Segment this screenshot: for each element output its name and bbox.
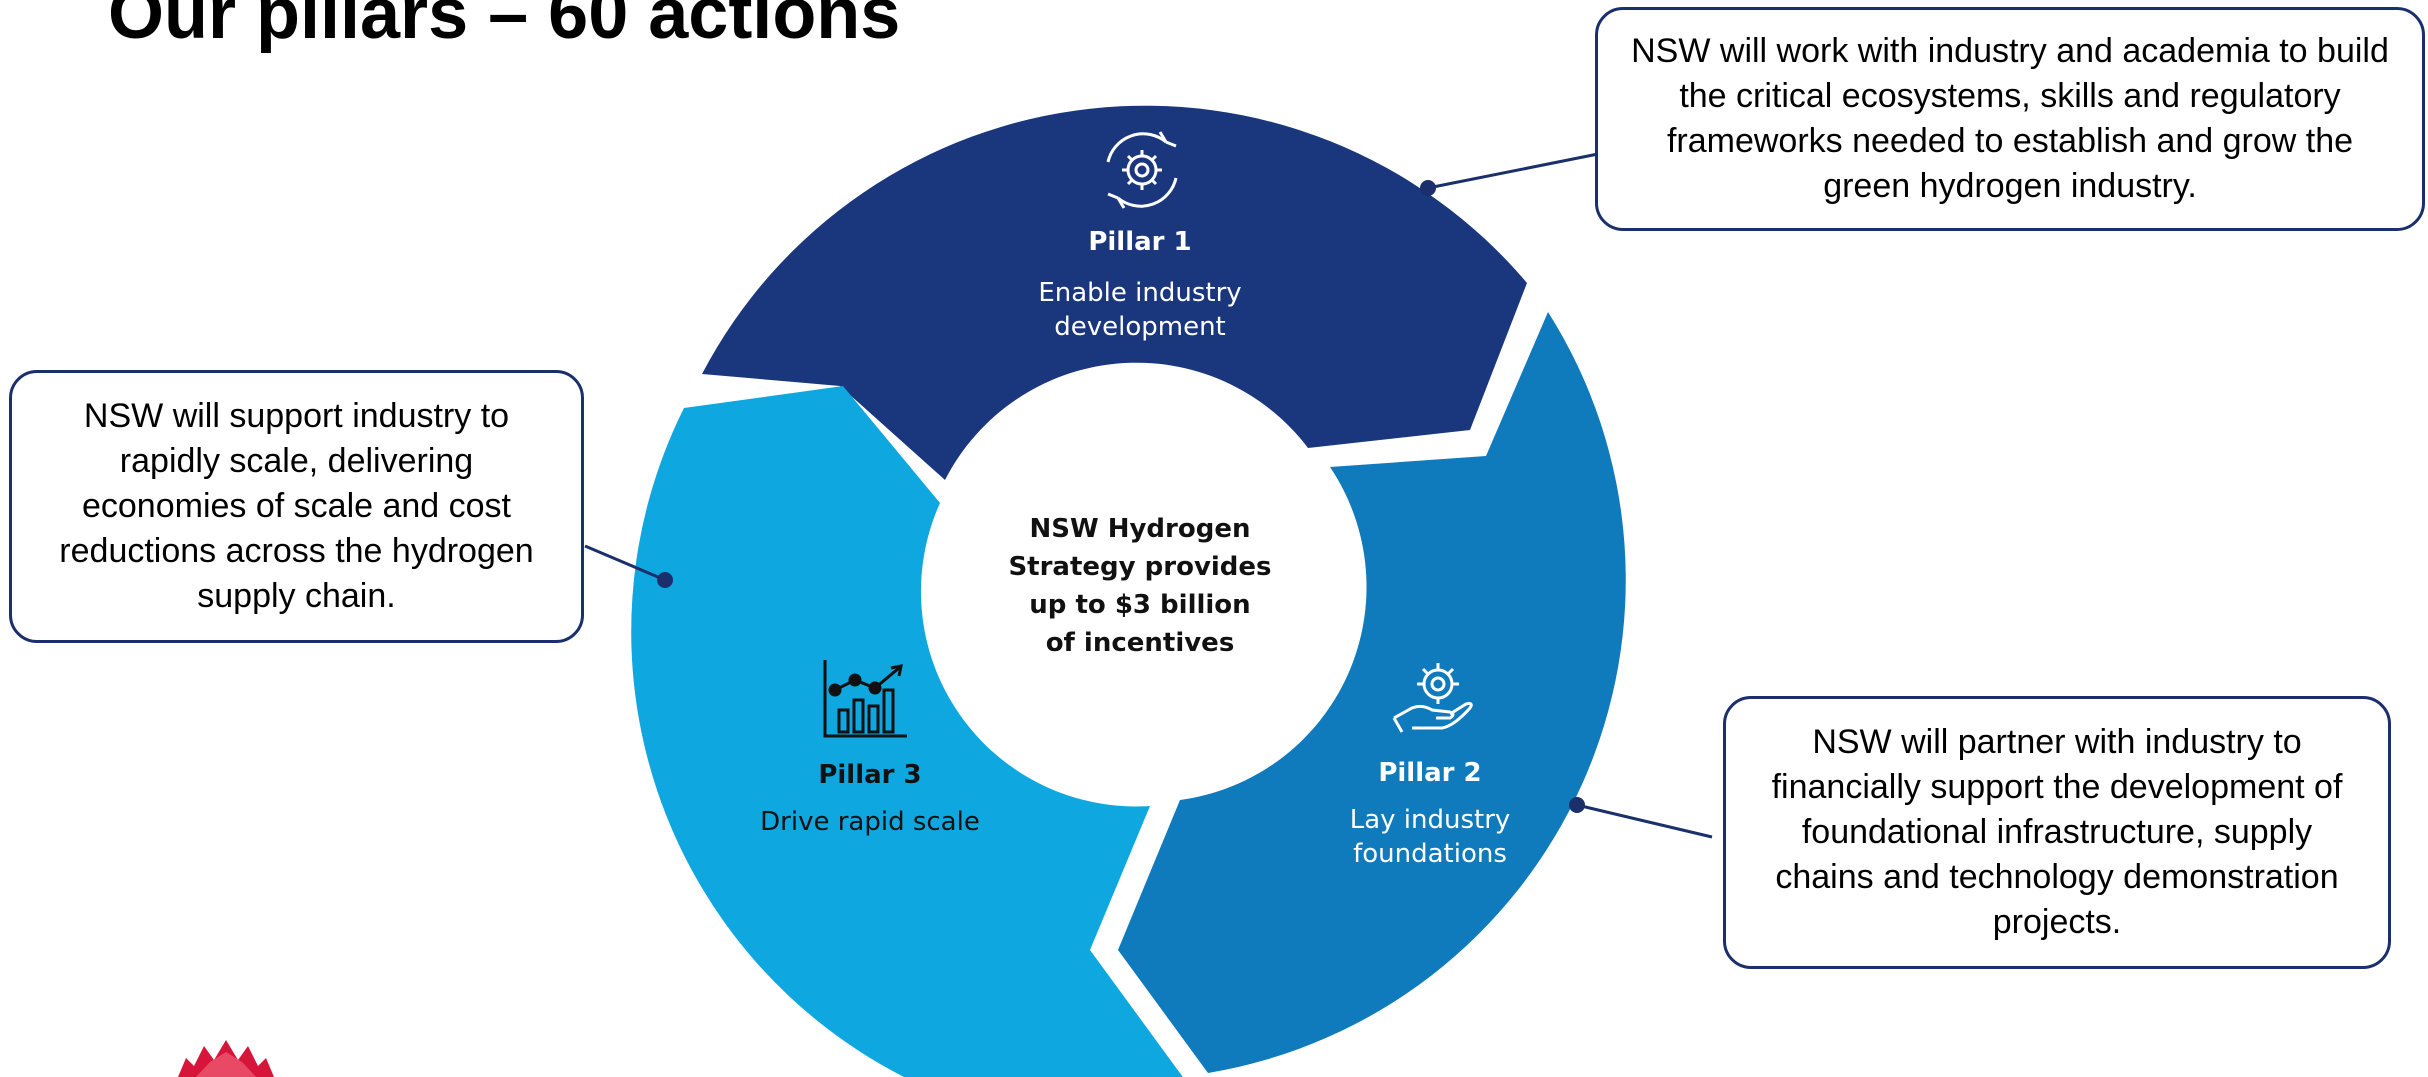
callout-pillar-3: NSW will support industry to rapidly sca… <box>9 370 584 643</box>
callout-pillar-2: NSW will partner with industry to financ… <box>1723 696 2391 969</box>
pillar-1-desc-line1: Enable industry <box>1038 278 1242 308</box>
pillar-2-segment[interactable] <box>1118 312 1626 1073</box>
pillar-1-title: Pillar 1 <box>1088 227 1192 257</box>
pillar-1-label-group: Pillar 1 Enable industry development <box>1000 224 1280 344</box>
pillar-2-title: Pillar 2 <box>1378 758 1482 788</box>
pillar-3-segment[interactable] <box>631 386 1185 1077</box>
connector-pillar2 <box>1569 797 1713 839</box>
callout-pillar-1-text: NSW will work with industry and academia… <box>1631 32 2389 205</box>
pillar-1-desc-line2: development <box>1054 312 1226 342</box>
center-summary: NSW Hydrogen Strategy provides up to $3 … <box>960 510 1320 662</box>
callout-pillar-3-text: NSW will support industry to rapidly sca… <box>59 397 534 615</box>
gear-hand-icon <box>1392 663 1473 733</box>
page-title: Our pillars – 60 actions <box>108 0 901 54</box>
pillar-1-segment[interactable] <box>702 105 1527 480</box>
callout-pillar-1: NSW will work with industry and academia… <box>1595 7 2425 231</box>
center-line-4: of incentives <box>1045 628 1235 658</box>
center-line-2: Strategy provides <box>1008 552 1272 582</box>
connector-pillar3 <box>584 544 673 588</box>
pillar-3-label-group: Pillar 3 Drive rapid scale <box>720 757 1020 839</box>
connector-pillar1 <box>1420 152 1599 196</box>
pillar-2-desc-line2: foundations <box>1353 839 1507 869</box>
gear-cycle-icon <box>1106 131 1178 209</box>
callout-pillar-2-text: NSW will partner with industry to financ… <box>1771 723 2343 941</box>
center-line-3: up to $3 billion <box>1029 590 1251 620</box>
pillar-2-desc-line1: Lay industry <box>1349 805 1511 835</box>
pillar-3-title: Pillar 3 <box>818 760 922 790</box>
pillar-2-label-group: Pillar 2 Lay industry foundations <box>1300 755 1560 871</box>
center-line-1: NSW Hydrogen <box>1029 514 1251 544</box>
waratah-logo-icon <box>178 1040 274 1077</box>
pillar-3-desc-line1: Drive rapid scale <box>760 807 980 837</box>
growth-chart-icon <box>823 660 907 738</box>
